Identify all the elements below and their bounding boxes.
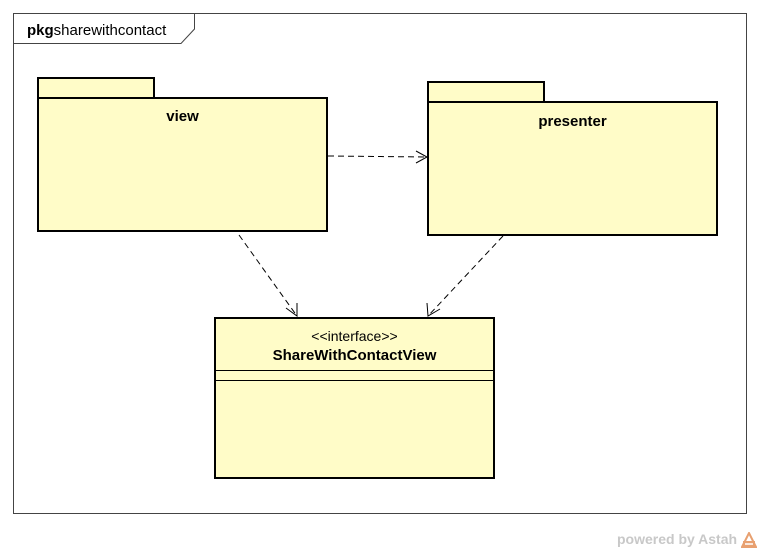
frame-tab [13,13,195,44]
interface-attributes-separator [216,370,493,371]
view-package[interactable] [37,97,328,232]
interface-stereotype: <<interface>> [311,328,398,344]
watermark: powered by Astah [617,531,738,547]
presenter-package[interactable] [427,101,718,236]
frame-name: sharewithcontact [53,22,167,39]
diagram-frame [13,13,747,514]
interface-name: ShareWithContactView [272,347,437,364]
interface-operations-separator [216,380,493,381]
frame-keyword: pkg [27,22,54,39]
astah-logo-icon [741,532,757,548]
view-package-name: view [166,108,199,125]
presenter-package-name: presenter [538,113,607,130]
frame-title: pkgsharewithcontact [27,22,166,39]
sharewithcontactview-interface[interactable]: <<interface>> ShareWithContactView [214,317,495,479]
